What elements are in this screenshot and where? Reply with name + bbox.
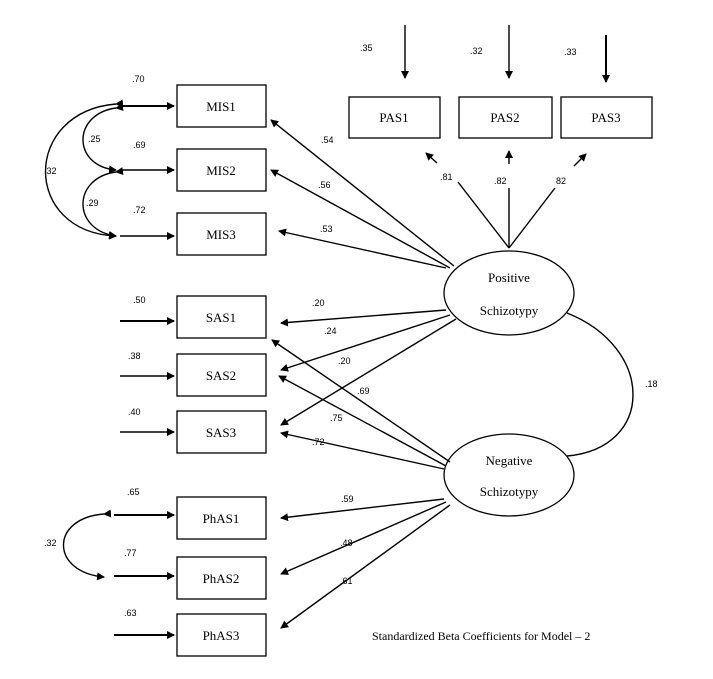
coef-err-pas2: .32 (470, 46, 483, 56)
loading-arrow-pos-sas1 (280, 309, 447, 327)
loading-arrow-neg-sas2 (278, 375, 447, 467)
coef-err-mis2: .69 (133, 140, 146, 150)
loading-line-pas1 (457, 181, 510, 249)
coef-load-pas3: 82 (556, 176, 566, 186)
coef-neg-sas1: .69 (357, 386, 370, 396)
loading-arrow-pas3 (573, 153, 587, 167)
coef-err-sas3: .40 (128, 407, 141, 417)
coef-err-phas1: .65 (127, 487, 140, 497)
loading-arrow-phas2 (280, 501, 447, 575)
box-pas1 (348, 96, 441, 139)
box-sas2 (176, 353, 267, 397)
label-phas3: PhAS3 (203, 628, 240, 643)
coef-err-sas2: .38 (128, 351, 141, 361)
label-positive-line1: Positive (488, 270, 530, 285)
coef-err-sas1: .50 (133, 295, 146, 305)
box-sas3 (176, 410, 267, 454)
coef-neg-sas3: .72 (312, 437, 325, 447)
box-phas3 (176, 613, 267, 657)
factor-correlation-arc (566, 312, 634, 457)
covariance-arc-mis1-mis2 (82, 103, 124, 174)
label-pas3: PAS3 (591, 110, 620, 125)
coef-err-pas1: .35 (360, 43, 373, 53)
loading-arrow-phas3 (280, 504, 451, 629)
coef-cov-mis23: .29 (86, 198, 99, 208)
coef-err-mis1: .70 (132, 74, 145, 84)
coef-pos-sas3: .20 (338, 356, 351, 366)
label-sas3: SAS3 (206, 425, 236, 440)
coef-load-pas2: .82 (494, 176, 507, 186)
box-mis2 (176, 148, 267, 192)
factor-positive-schizotypy (443, 250, 575, 336)
label-sas1: SAS1 (206, 310, 236, 325)
label-pas2: PAS2 (490, 110, 519, 125)
box-pas2 (458, 96, 553, 139)
covariance-arc-mis1-mis3 (44, 99, 124, 240)
coef-load-phas2: .48 (340, 538, 353, 548)
factor-negative-schizotypy (443, 433, 575, 517)
coef-load-phas3: .61 (340, 576, 353, 586)
coef-factor-corr: .18 (645, 379, 658, 389)
loading-line-pas3 (508, 187, 556, 249)
coef-neg-sas2: .75 (330, 413, 343, 423)
box-phas2 (176, 556, 267, 600)
loading-arrow-pos-sas3 (280, 318, 457, 426)
loading-arrow-neg-sas1 (271, 339, 451, 463)
coef-load-mis1: .54 (321, 135, 334, 145)
box-mis1 (176, 84, 267, 128)
box-pas3 (560, 96, 653, 139)
loading-arrow-pos-sas2 (280, 314, 451, 372)
label-pas1: PAS1 (379, 110, 408, 125)
label-sas2: SAS2 (206, 368, 236, 383)
coef-err-mis3: .72 (133, 205, 146, 215)
label-phas2: PhAS2 (203, 571, 240, 586)
loading-arrow-mis3 (278, 228, 447, 269)
loading-arrow-pas1 (425, 152, 438, 164)
coef-pos-sas2: .24 (324, 326, 337, 336)
loading-arrow-phas1 (280, 498, 445, 522)
label-mis2: MIS2 (206, 163, 236, 178)
coef-cov-mis12: .25 (88, 134, 101, 144)
label-phas1: PhAS1 (203, 511, 240, 526)
coef-err-phas2: .77 (124, 548, 137, 558)
coef-cov-phas12: .32 (44, 538, 57, 548)
covariance-arc-phas1-phas2 (63, 509, 112, 581)
loading-arrow-mis2 (270, 169, 451, 269)
diagram-caption: Standardized Beta Coefficients for Model… (372, 629, 590, 643)
box-sas1 (176, 295, 267, 339)
coef-err-phas3: .63 (124, 608, 137, 618)
loading-arrow-mis1 (270, 119, 455, 267)
label-mis1: MIS1 (206, 99, 236, 114)
box-mis3 (176, 212, 267, 256)
coef-pos-sas1: .20 (312, 298, 325, 308)
loading-arrow-neg-sas3 (280, 430, 445, 470)
covariance-arc-mis2-mis3 (82, 167, 124, 240)
label-negative-line2: Schizotypy (480, 484, 539, 499)
label-positive-line2: Schizotypy (480, 303, 539, 318)
label-mis3: MIS3 (206, 227, 236, 242)
coef-err-pas3: .33 (564, 47, 577, 57)
coef-load-mis2: .56 (318, 180, 331, 190)
coef-load-mis3: .53 (320, 224, 333, 234)
coef-load-pas1: .81 (440, 172, 453, 182)
coef-cov-mis13: .32 (44, 166, 57, 176)
coef-load-phas1: .59 (341, 494, 354, 504)
box-phas1 (176, 496, 267, 540)
label-negative-line1: Negative (486, 453, 533, 468)
